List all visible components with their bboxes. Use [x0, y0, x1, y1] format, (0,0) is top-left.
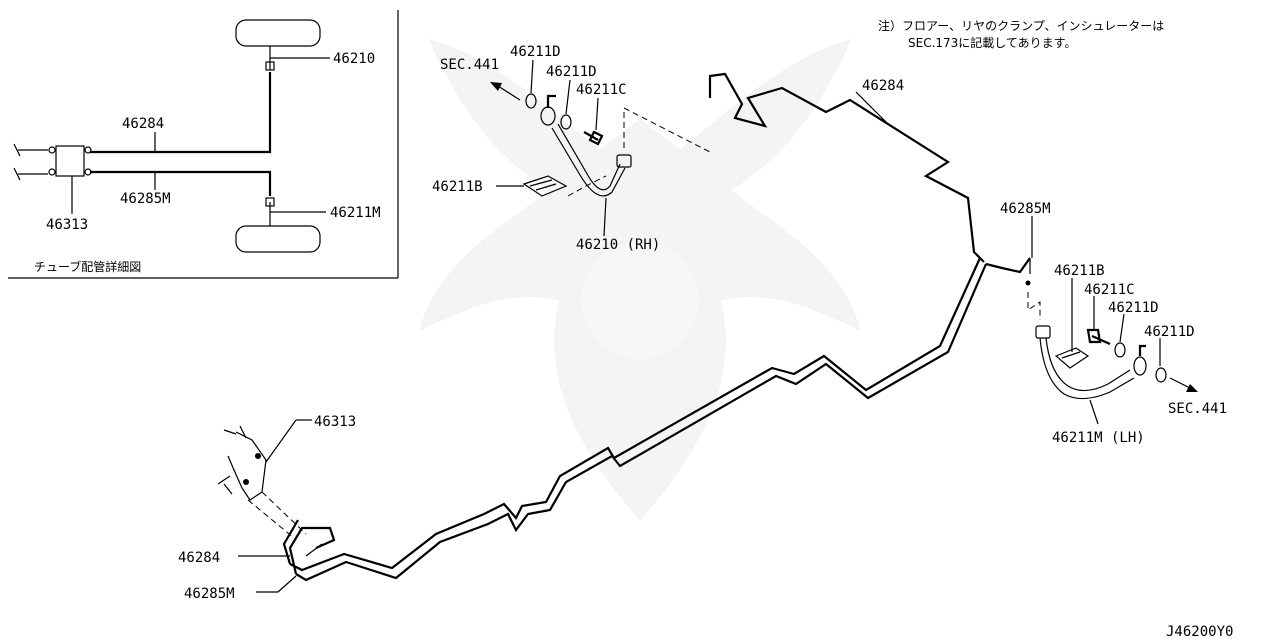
tube-main-run-inner — [289, 257, 982, 572]
lh-washer-inner — [1114, 342, 1126, 358]
lh-washer-outer — [1155, 367, 1167, 383]
note-line-2: SEC.173に記載してあります。 — [908, 35, 1076, 50]
rh-hose-assembly: SEC.441 46211D 46211D 46211C 46211B 4621… — [432, 44, 711, 253]
rh-clip — [522, 175, 568, 197]
rear-wheel-rh — [235, 19, 321, 47]
rh-bolt — [583, 130, 604, 146]
label-46284-upper: 46284 — [862, 78, 904, 94]
label-46211m-inset: 46211M — [330, 205, 381, 221]
inset-caption: チューブ配管詳細図 — [34, 259, 141, 274]
lh-sec-441-label: SEC.441 — [1168, 401, 1227, 417]
watermark-emblem — [419, 39, 861, 521]
rh-washer-inner-label: 46211D — [546, 64, 597, 80]
diagram-code: J46200Y0 — [1166, 624, 1233, 639]
label-46285m-front: 46285M — [184, 586, 235, 602]
label-46284-front: 46284 — [178, 550, 220, 566]
main-brake-tubes — [282, 72, 1031, 582]
rh-washer-outer — [525, 93, 537, 109]
rh-washer-outer-label: 46211D — [510, 44, 561, 60]
lh-hose-label: 46211M (LH) — [1052, 430, 1145, 446]
note-line-1: 注）フロアー、リヤのクランプ、インシュレーターは — [878, 18, 1164, 33]
lh-bolt-label: 46211C — [1084, 282, 1135, 298]
inset-panel: 46210 46284 46285M 46313 46211M チューブ配管詳細… — [8, 10, 399, 279]
tube-main-run-outer — [295, 263, 988, 582]
connector-46313-inset — [55, 145, 85, 177]
lh-washer-inner-label: 46211D — [1108, 300, 1159, 316]
tube-46284-rear — [708, 72, 985, 263]
rh-sec-441-label: SEC.441 — [440, 57, 499, 73]
label-46285m-inset: 46285M — [120, 191, 171, 207]
lh-hose-assembly: SEC.441 46211B 46211C 46211D 46211D 4621… — [1027, 263, 1227, 446]
rear-wheel-lh — [235, 225, 321, 253]
connector-46313: 46313 — [217, 414, 356, 539]
label-46313-inset: 46313 — [46, 217, 88, 233]
rh-hose-label: 46210 (RH) — [576, 237, 660, 253]
lh-bolt — [1086, 328, 1111, 346]
lh-washer-outer-label: 46211D — [1144, 324, 1195, 340]
label-46313: 46313 — [314, 414, 356, 430]
lh-clip — [1054, 347, 1090, 369]
label-46210-inset: 46210 — [333, 51, 375, 67]
rh-clip-label: 46211B — [432, 179, 483, 195]
label-46284-inset: 46284 — [122, 116, 164, 132]
rh-washer-inner — [560, 114, 572, 130]
label-46285m-upper: 46285M — [1000, 201, 1051, 217]
lh-clip-label: 46211B — [1054, 263, 1105, 279]
rh-bolt-label: 46211C — [576, 82, 627, 98]
